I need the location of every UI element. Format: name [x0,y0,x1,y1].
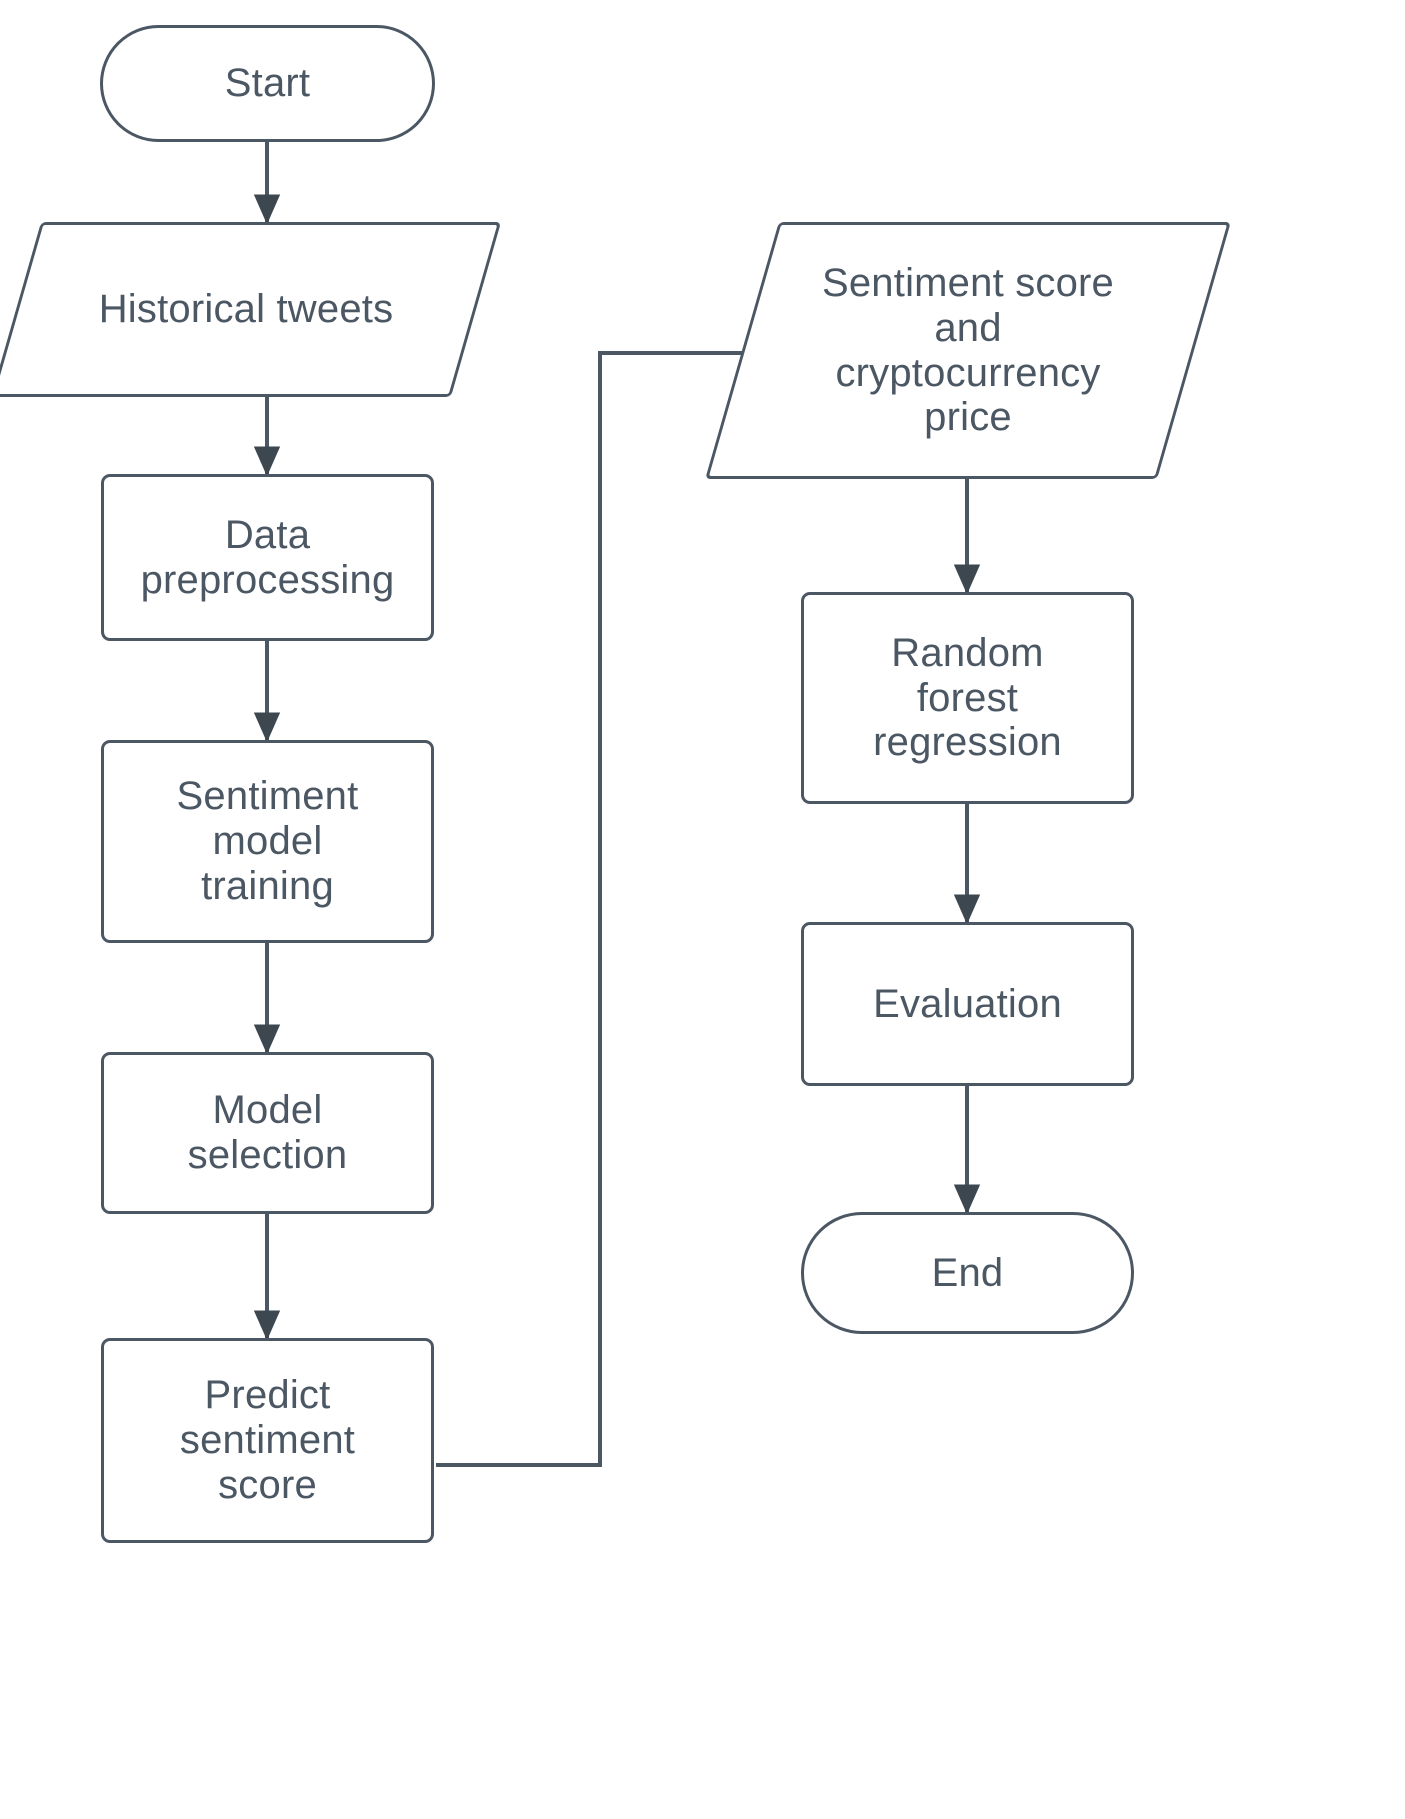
node-sentiment-model-training[interactable]: Sentiment model training [101,740,434,943]
node-end-label: End [931,1250,1004,1295]
node-evaluation[interactable]: Evaluation [801,922,1134,1086]
node-sentiment-model-training-label: Sentiment model training [176,774,359,908]
node-evaluation-label: Evaluation [873,981,1062,1026]
node-sentiment-score-and-price[interactable]: Sentiment score and cryptocurrency price [705,222,1231,479]
node-start[interactable]: Start [100,25,435,142]
node-end[interactable]: End [801,1212,1134,1334]
node-predict-sentiment-score-label: Predict sentiment score [179,1373,356,1507]
node-model-selection[interactable]: Model selection [101,1052,434,1214]
node-data-preprocessing-label: Data preprocessing [140,512,395,602]
node-random-forest-regression-label: Random forest regression [873,630,1062,765]
node-sentiment-score-and-price-label: Sentiment score and cryptocurrency price [821,260,1115,440]
node-historical-tweets-label: Historical tweets [98,287,394,332]
node-random-forest-regression[interactable]: Random forest regression [801,592,1134,804]
node-start-label: Start [224,61,311,106]
node-historical-tweets[interactable]: Historical tweets [0,222,502,397]
edge-predict-sentiment-score-to-sentiment-score-and-price [436,339,835,1467]
node-data-preprocessing[interactable]: Data preprocessing [101,474,434,641]
node-predict-sentiment-score[interactable]: Predict sentiment score [101,1338,434,1543]
node-model-selection-label: Model selection [187,1088,348,1177]
